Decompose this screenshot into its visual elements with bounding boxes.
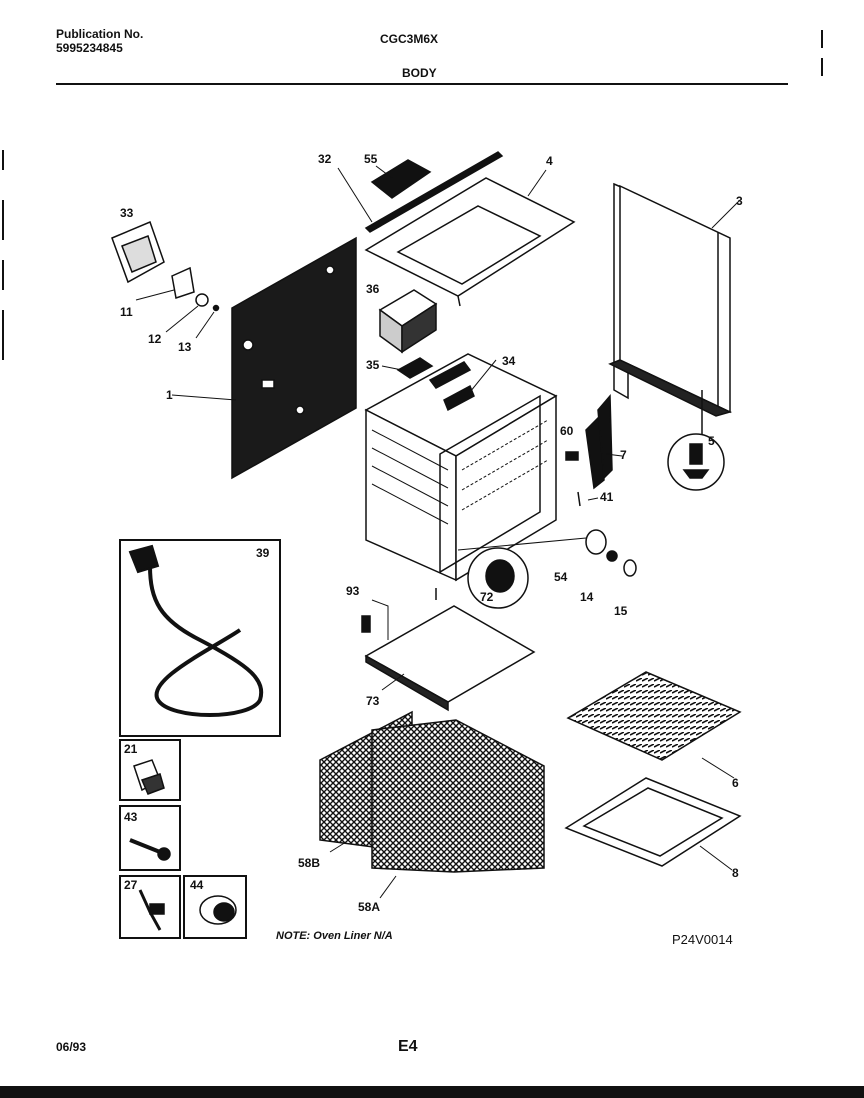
- part-label-4: 4: [546, 154, 553, 168]
- part-label-13: 13: [178, 340, 192, 354]
- part-label-93: 93: [346, 584, 360, 598]
- part-label-27: 27: [124, 878, 138, 892]
- burner-knob-part: [457, 491, 637, 577]
- part-label-32: 32: [318, 152, 332, 166]
- part-label-11: 11: [120, 305, 133, 319]
- part-label-12: 12: [148, 332, 162, 346]
- broiler-pan-part: [564, 777, 742, 871]
- side-panel-part: [608, 182, 741, 417]
- part-label-55: 55: [364, 152, 378, 166]
- part-label-15: 15: [614, 604, 628, 618]
- top-frame-part: [364, 169, 576, 307]
- part-label-44: 44: [190, 878, 204, 892]
- bottom-scan-bar: [0, 1086, 864, 1098]
- bottom-plate-part: [361, 599, 536, 712]
- part-label-1: 1: [166, 388, 173, 402]
- drawing-code: P24V0014: [672, 932, 733, 947]
- part-label-7: 7: [620, 448, 627, 462]
- part-label-58a: 58A: [358, 900, 381, 914]
- part-label-21: 21: [124, 742, 138, 756]
- part-label-34: 34: [502, 354, 516, 368]
- part-label-43: 43: [124, 810, 138, 824]
- small-parts-icons: [129, 759, 237, 931]
- part-label-72: 72: [480, 590, 494, 604]
- part-label-8: 8: [732, 866, 739, 880]
- part-label-6: 6: [732, 776, 739, 790]
- insulation-blanket-part: [319, 710, 545, 899]
- part-label-73: 73: [366, 694, 380, 708]
- note-text: NOTE: Oven Liner N/A: [276, 930, 393, 942]
- part-label-5: 5: [708, 434, 715, 448]
- part-label-58b: 58B: [298, 856, 321, 870]
- vent-duct-part: [378, 289, 438, 379]
- part-label-60: 60: [560, 424, 574, 438]
- part-label-54: 54: [554, 570, 568, 584]
- leveling-leg-detail: [667, 390, 725, 491]
- page-number: E4: [398, 1038, 418, 1055]
- publication-number: 5995234845: [56, 41, 123, 55]
- section-title: BODY: [402, 66, 437, 80]
- oven-body-part: [364, 353, 558, 600]
- part-label-33: 33: [120, 206, 134, 220]
- power-cord-part: [119, 539, 281, 737]
- date-stamp: 06/93: [56, 1040, 87, 1054]
- back-panel-part: [171, 236, 357, 480]
- part-label-36: 36: [366, 282, 380, 296]
- part-label-3: 3: [736, 194, 743, 208]
- trim-strip-part: [337, 151, 504, 233]
- part-label-41: 41: [600, 490, 614, 504]
- oven-rack-part: [566, 671, 742, 779]
- model-number: CGC3M6X: [380, 32, 439, 46]
- part-label-39: 39: [256, 546, 270, 560]
- publication-label: Publication No.: [56, 27, 144, 41]
- igniter-detail: [467, 547, 529, 609]
- part-label-35: 35: [366, 358, 380, 372]
- junction-box-part: [111, 220, 220, 339]
- door-hinge-part: [565, 394, 623, 490]
- part-label-14: 14: [580, 590, 594, 604]
